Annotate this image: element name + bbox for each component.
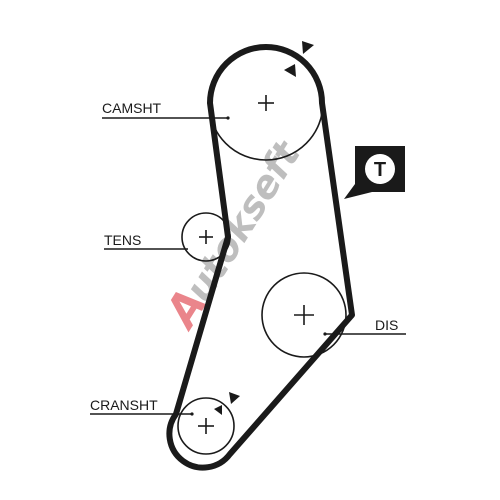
crankshaft-label: CRANSHT (90, 397, 158, 413)
distributor-pulley (261, 272, 347, 358)
tensioner-label: TENS (104, 232, 141, 248)
watermark-text: utokseft (176, 132, 310, 309)
camshaft-direction-arrow (302, 41, 314, 54)
crankshaft-leader-dot (190, 412, 194, 416)
camshaft-timing-mark (284, 64, 296, 77)
crankshaft-direction-arrow (229, 392, 240, 404)
crankshaft-pulley (177, 397, 235, 455)
camshaft-label: CAMSHT (102, 100, 162, 116)
distributor-leader-dot (323, 332, 327, 336)
distributor-label: DIS (375, 317, 398, 333)
tensioner-symbol-badge: T (344, 146, 405, 199)
watermark: A utokseft (154, 132, 310, 338)
tensioner-symbol-letter: T (374, 159, 386, 181)
crankshaft-timing-mark (214, 405, 222, 415)
timing-belt (166, 44, 355, 471)
camshaft-leader-dot (226, 116, 230, 120)
